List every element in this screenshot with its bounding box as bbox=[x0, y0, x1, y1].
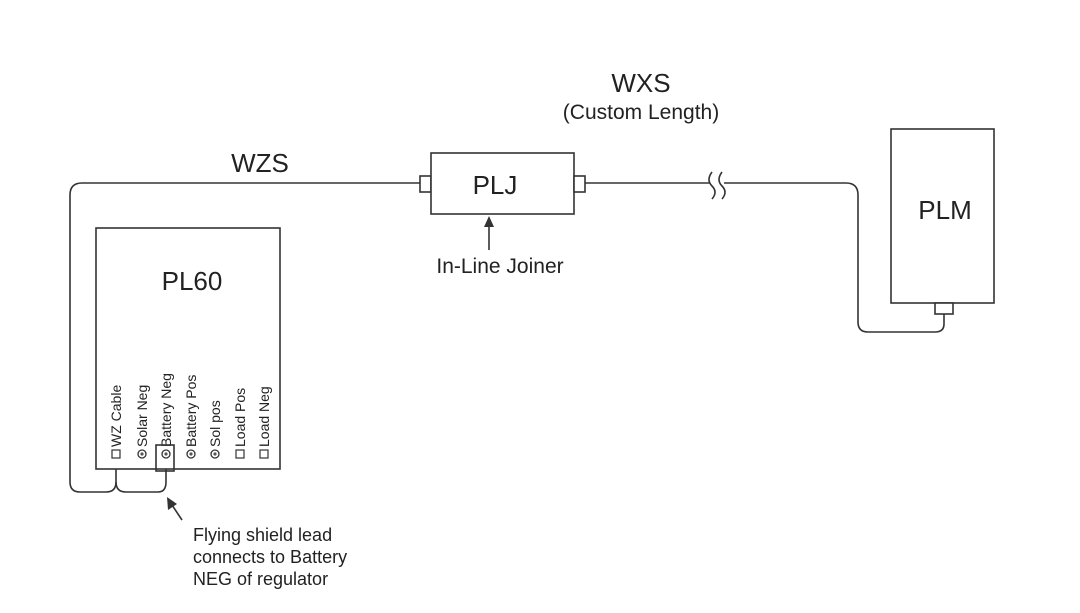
terminal-battery-neg-label: Battery Neg bbox=[158, 373, 174, 447]
terminal-solar-neg-label: Solar Neg bbox=[134, 385, 150, 447]
annotation-line-3: NEG of regulator bbox=[193, 569, 328, 589]
flying-shield-lead bbox=[115, 458, 167, 493]
annotation-arrow-shaft bbox=[171, 504, 183, 521]
plm-connector bbox=[934, 302, 954, 315]
wxs-sublabel: (Custom Length) bbox=[563, 101, 719, 124]
pl60-label: PL60 bbox=[162, 266, 223, 296]
terminal-battery-neg-circle-dot bbox=[164, 452, 168, 456]
annotation-line-1: Flying shield lead bbox=[193, 525, 332, 545]
plj-label: PLJ bbox=[473, 170, 518, 200]
annotation-line-2: connects to Battery bbox=[193, 547, 347, 567]
terminal-wz-cable-label: WZ Cable bbox=[108, 385, 124, 447]
plj-caption: In-Line Joiner bbox=[436, 255, 563, 278]
wzs-cable bbox=[69, 182, 420, 493]
terminal-wz-cable-square-icon bbox=[111, 449, 121, 459]
wxs-label: WXS bbox=[611, 68, 670, 98]
plj-box bbox=[430, 152, 575, 215]
plj-right-connector bbox=[573, 175, 586, 193]
terminal-battery-pos-label: Battery Pos bbox=[183, 375, 199, 447]
wzs-label: WZS bbox=[231, 148, 289, 178]
annotation-arrow-head bbox=[167, 497, 177, 510]
terminal-load-neg-square-icon bbox=[259, 449, 269, 459]
plj-left-connector bbox=[419, 175, 432, 193]
terminal-sol-pos-circle-dot bbox=[213, 452, 217, 456]
terminal-load-neg-label: Load Neg bbox=[256, 386, 272, 447]
plm-box bbox=[890, 128, 995, 304]
terminal-battery-pos-circle-dot bbox=[189, 452, 193, 456]
terminal-solar-neg-circle-dot bbox=[140, 452, 144, 456]
cable-break-icon bbox=[708, 171, 726, 200]
wxs-cable-right bbox=[724, 182, 945, 333]
plj-arrow-head bbox=[484, 216, 494, 227]
terminal-load-pos-square-icon bbox=[235, 449, 245, 459]
plm-label: PLM bbox=[918, 195, 971, 225]
terminal-block: WZ Cable Solar Neg Battery Neg Battery Pos S… bbox=[108, 373, 272, 459]
terminal-load-pos-label: Load Pos bbox=[232, 388, 248, 447]
battery-neg-highlight bbox=[155, 444, 175, 472]
terminal-sol-pos-label: Sol pos bbox=[207, 400, 223, 447]
pl60-box bbox=[95, 227, 281, 470]
